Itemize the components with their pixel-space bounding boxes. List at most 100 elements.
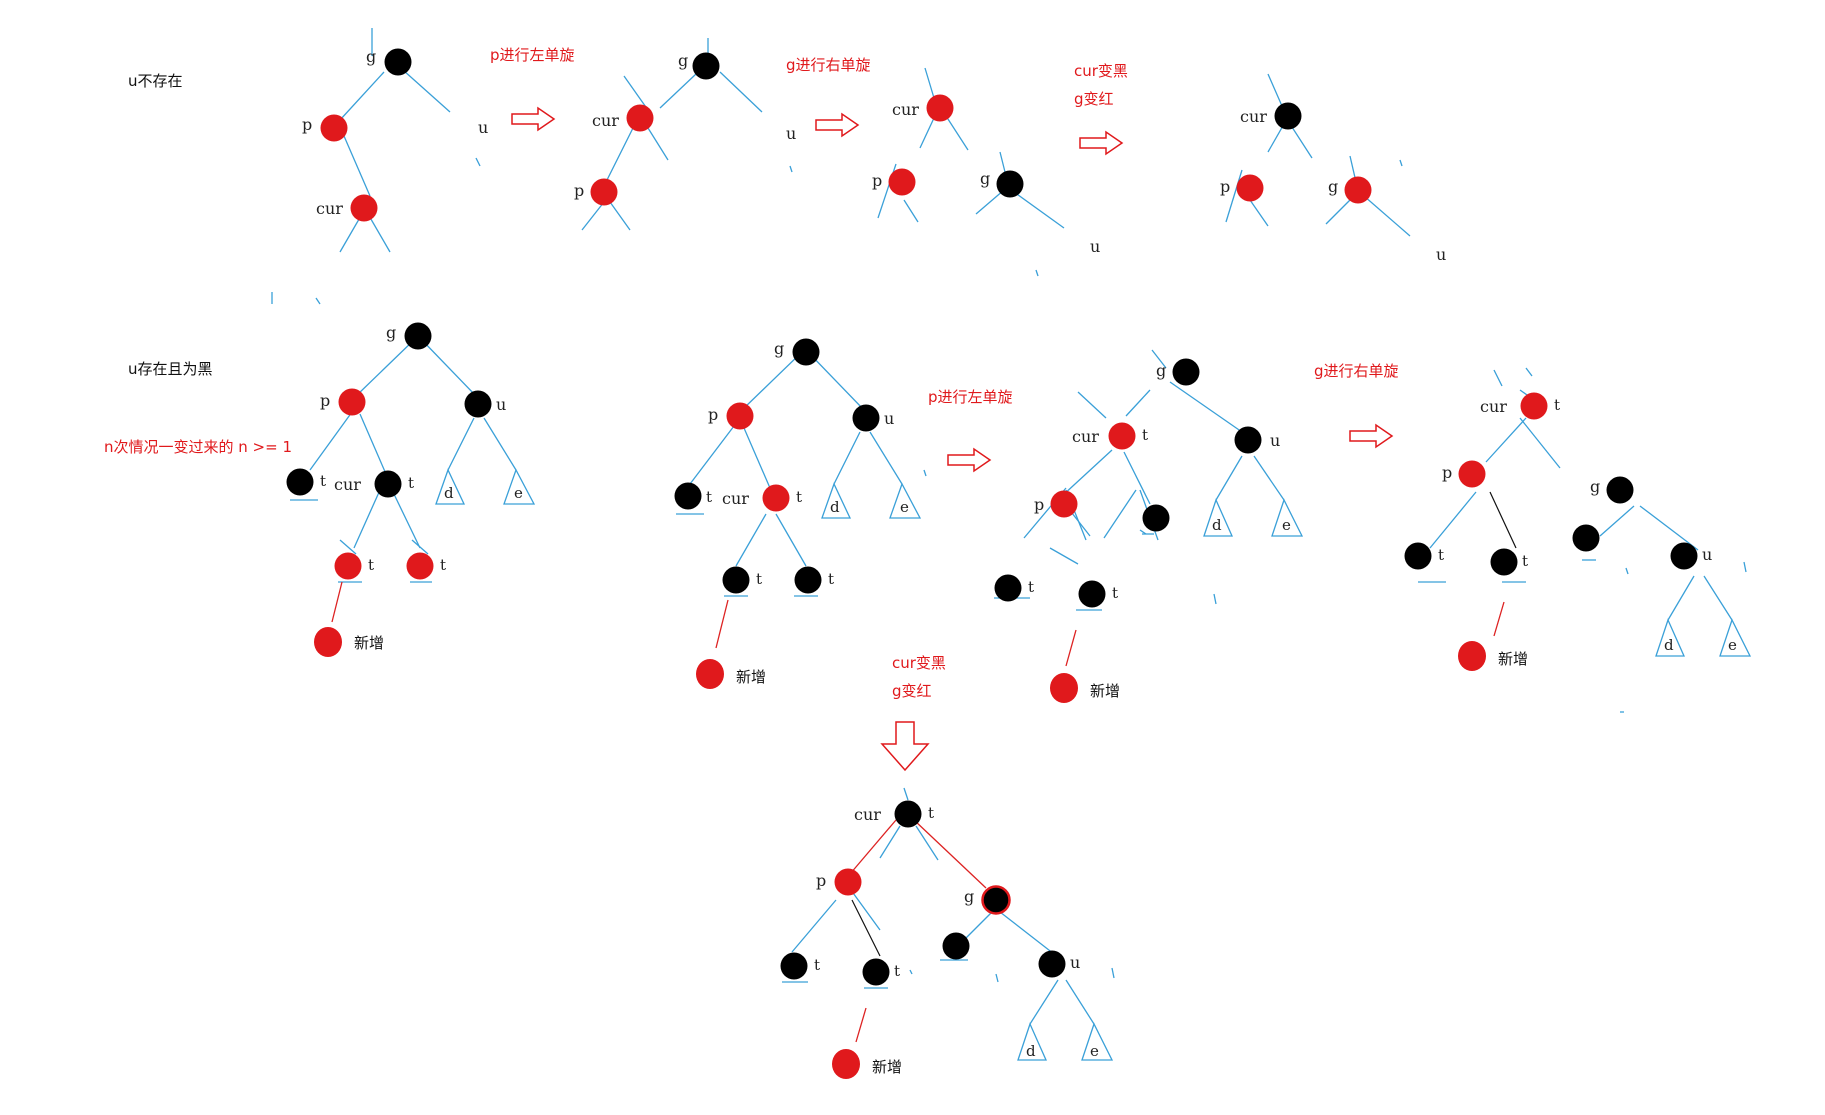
tree-edge bbox=[855, 1007, 867, 1043]
label-u: u bbox=[496, 395, 506, 414]
node-g bbox=[996, 170, 1024, 198]
label-g: g bbox=[386, 323, 396, 342]
arrow-right-3 bbox=[1079, 131, 1123, 155]
label-u: u bbox=[1090, 237, 1100, 256]
tree-edge bbox=[849, 819, 897, 875]
label-t: t bbox=[814, 956, 820, 974]
tree-edge bbox=[719, 71, 763, 113]
tree-edge bbox=[355, 337, 417, 397]
tree-edge bbox=[741, 351, 803, 411]
tree-edge bbox=[1599, 505, 1635, 537]
tree-edge bbox=[1399, 159, 1403, 167]
tree-edge bbox=[1363, 195, 1411, 237]
label-cur: cur bbox=[334, 475, 361, 494]
label-u-not-exist: u不存在 bbox=[128, 72, 183, 90]
tree-edge bbox=[833, 431, 861, 485]
tree-edge bbox=[367, 213, 391, 253]
label-g: g bbox=[1156, 361, 1166, 380]
tree-2: g cur p u bbox=[574, 38, 796, 231]
tree-edge bbox=[623, 75, 649, 111]
tree-edge bbox=[605, 125, 635, 183]
node-new bbox=[832, 1049, 860, 1079]
label-u: u bbox=[884, 409, 894, 428]
label-e: e bbox=[1728, 636, 1737, 654]
label-e: e bbox=[900, 498, 909, 516]
label-p: p bbox=[872, 171, 882, 190]
tree-edge bbox=[1289, 123, 1313, 159]
label-u: u bbox=[1270, 431, 1280, 450]
subtree-triangle bbox=[1655, 618, 1686, 657]
tree-edge bbox=[1325, 195, 1355, 225]
label-p: p bbox=[708, 405, 718, 424]
tree-3: cur p g u bbox=[872, 67, 1100, 277]
tree-edge bbox=[309, 411, 353, 471]
tree-edge bbox=[411, 539, 429, 555]
label-t: t bbox=[928, 804, 934, 822]
label-d: d bbox=[1212, 516, 1222, 534]
node-p bbox=[1050, 490, 1078, 518]
label-new: 新增 bbox=[1090, 682, 1120, 700]
label-t: t bbox=[1522, 552, 1528, 570]
label-p-left-2: p进行左单旋 bbox=[928, 388, 1013, 406]
tree-edge bbox=[1639, 505, 1699, 551]
node-c1 bbox=[862, 958, 890, 986]
tree-edge bbox=[419, 337, 477, 397]
node-g bbox=[404, 322, 432, 350]
node-new bbox=[1050, 673, 1078, 703]
node-p bbox=[1236, 174, 1264, 202]
tree-edge bbox=[609, 201, 631, 231]
label-t: t bbox=[796, 488, 802, 506]
arrow-right-1 bbox=[511, 107, 555, 131]
node-cur bbox=[894, 800, 922, 828]
label-new: 新增 bbox=[736, 668, 766, 686]
node-u bbox=[1670, 542, 1698, 570]
node-new bbox=[696, 659, 724, 689]
tree-edge bbox=[1253, 455, 1285, 501]
label-t: t bbox=[1142, 426, 1148, 444]
tree-edge bbox=[1667, 575, 1695, 621]
subtree-triangle bbox=[889, 482, 922, 519]
tree-edge bbox=[807, 351, 865, 411]
node-p bbox=[726, 402, 754, 430]
tree-edge bbox=[789, 165, 793, 173]
node-t2 bbox=[942, 932, 970, 960]
subtree-triangle bbox=[503, 468, 536, 505]
node-c1 bbox=[334, 552, 362, 580]
tree-edge bbox=[1035, 269, 1039, 277]
tree-edge bbox=[1013, 191, 1065, 229]
node-u bbox=[464, 390, 492, 418]
label-cur-black-1: cur变黑 bbox=[1074, 62, 1128, 80]
tree-7: g cur u p t t t d e 新增 bbox=[994, 349, 1304, 703]
label-t: t bbox=[1112, 584, 1118, 602]
label-d: d bbox=[1664, 636, 1674, 654]
tree-edge bbox=[735, 513, 767, 567]
tree-edge bbox=[1743, 561, 1747, 573]
label-t: t bbox=[320, 472, 326, 490]
tree-edge bbox=[315, 297, 321, 305]
tree-edge bbox=[1049, 547, 1079, 565]
tree-edge bbox=[339, 71, 385, 121]
tree-edge bbox=[359, 413, 387, 475]
tree-edge bbox=[1213, 593, 1217, 605]
label-g-right-2: g进行右单旋 bbox=[1314, 362, 1399, 380]
tree-edge bbox=[1429, 491, 1477, 549]
tree-edge bbox=[975, 189, 1005, 215]
label-t: t bbox=[1438, 546, 1444, 564]
tree-edge bbox=[1061, 449, 1113, 497]
tree-edge bbox=[961, 911, 993, 943]
node-p bbox=[1458, 460, 1486, 488]
subtree-triangle bbox=[435, 468, 466, 505]
label-g: g bbox=[980, 169, 990, 188]
node-t1 bbox=[674, 482, 702, 510]
tree-edge bbox=[339, 539, 357, 555]
node-cur bbox=[374, 470, 402, 498]
tree-edge bbox=[923, 469, 927, 477]
subtree-triangle bbox=[1719, 618, 1752, 657]
arrow-right-4 bbox=[947, 448, 991, 472]
node-t2 bbox=[1572, 524, 1600, 552]
subtree-triangle bbox=[1017, 1022, 1048, 1061]
node-p bbox=[888, 168, 916, 196]
tree-edge bbox=[1267, 73, 1283, 107]
tree-edge bbox=[915, 825, 939, 861]
